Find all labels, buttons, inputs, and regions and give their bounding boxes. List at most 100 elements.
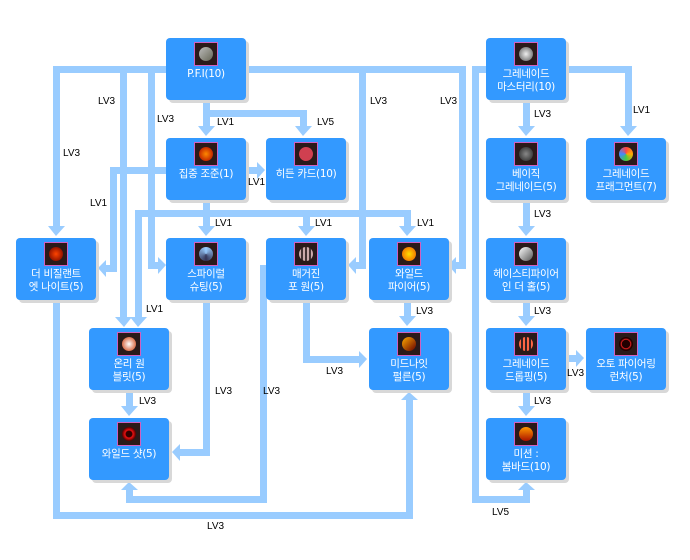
skill-node-vigilant-night[interactable]: 더 비질랜트 엣 나이트(5) bbox=[16, 238, 96, 300]
level-label: LV1 bbox=[633, 105, 651, 116]
skill-node-spiral-shooting[interactable]: 스파이럴 슈팅(5) bbox=[166, 238, 246, 300]
bombard-icon bbox=[514, 422, 538, 446]
fragment-icon bbox=[614, 142, 638, 166]
connector bbox=[456, 262, 466, 269]
connector bbox=[203, 110, 306, 117]
connector bbox=[148, 66, 155, 262]
skill-node-magazine-four-one[interactable]: 매거진 포 원(5) bbox=[266, 238, 346, 300]
vigilant-icon bbox=[44, 242, 68, 266]
arrow-head bbox=[401, 392, 418, 400]
connector bbox=[472, 496, 530, 503]
skill-node-focus-aim[interactable]: 집중 조준(1) bbox=[166, 138, 246, 200]
level-label: LV3 bbox=[63, 148, 81, 159]
arrow-head bbox=[198, 226, 215, 236]
skill-node-hasty-fire[interactable]: 헤이스티파이어 인 더 홀(5) bbox=[486, 238, 566, 300]
skill-node-grenade-dropping[interactable]: 그레네이드 드롭핑(5) bbox=[486, 328, 566, 390]
connector bbox=[523, 200, 530, 226]
wild-shot-icon bbox=[117, 422, 141, 446]
connector bbox=[126, 390, 133, 406]
arrow-head bbox=[348, 257, 356, 274]
connector bbox=[359, 66, 366, 265]
skill-label: 그레네이드 마스터리(10) bbox=[497, 68, 555, 93]
connector bbox=[203, 300, 210, 456]
arrow-head bbox=[620, 126, 637, 136]
skill-label: 와일드 파이어(5) bbox=[387, 268, 431, 293]
connector bbox=[135, 210, 142, 317]
level-label: LV1 bbox=[215, 218, 233, 229]
arrow-head bbox=[518, 316, 535, 326]
connector bbox=[356, 262, 366, 269]
level-label: LV3 bbox=[534, 306, 552, 317]
arrow-head bbox=[448, 257, 456, 274]
skill-node-wild-fire[interactable]: 와일드 파이어(5) bbox=[369, 238, 449, 300]
connector bbox=[300, 110, 307, 126]
arrow-head bbox=[399, 226, 416, 236]
connector bbox=[625, 66, 632, 126]
connector bbox=[404, 300, 411, 316]
connector bbox=[523, 300, 530, 316]
connector bbox=[303, 356, 359, 363]
arrow-head bbox=[198, 126, 215, 136]
connector bbox=[472, 66, 479, 503]
level-label: LV3 bbox=[534, 109, 552, 120]
level-label: LV3 bbox=[416, 306, 434, 317]
connector bbox=[53, 66, 466, 73]
level-label: LV3 bbox=[207, 521, 225, 532]
arrow-head bbox=[257, 162, 265, 179]
connector bbox=[523, 390, 530, 406]
skill-label: 그레네이드 드롭핑(5) bbox=[502, 358, 550, 383]
hasty-fire-icon bbox=[514, 242, 538, 266]
crosshair-icon bbox=[194, 142, 218, 166]
connector bbox=[260, 265, 267, 503]
connector bbox=[303, 300, 310, 363]
skill-node-basic-grenade[interactable]: 베이직 그레네이드(5) bbox=[486, 138, 566, 200]
skill-node-auto-firing-launcher[interactable]: 오토 파이어링 런처(5) bbox=[586, 328, 666, 390]
connector bbox=[148, 262, 158, 269]
skill-label: 그레네이드 프래그먼트(7) bbox=[595, 168, 657, 193]
connector bbox=[126, 490, 133, 503]
level-label: LV3 bbox=[440, 96, 458, 107]
skill-node-hidden-card[interactable]: 히든 카드(10) bbox=[266, 138, 346, 200]
connector bbox=[459, 66, 466, 269]
skill-label: 온리 원 블릿(5) bbox=[112, 358, 146, 383]
connector bbox=[260, 265, 270, 272]
skill-node-pfi[interactable]: P.F.I(10) bbox=[166, 38, 246, 100]
arrow-head bbox=[158, 257, 166, 274]
connector bbox=[135, 210, 411, 217]
connector bbox=[110, 167, 166, 174]
level-label: LV3 bbox=[326, 366, 344, 377]
level-label: LV3 bbox=[534, 396, 552, 407]
arrow-head bbox=[399, 316, 416, 326]
level-label: LV5 bbox=[317, 117, 335, 128]
skill-label: 미션 : 봄바드(10) bbox=[501, 448, 551, 473]
arrow-head bbox=[115, 317, 132, 327]
arrow-head bbox=[576, 350, 584, 367]
connector bbox=[53, 512, 413, 519]
skill-label: 스파이럴 슈팅(5) bbox=[187, 268, 225, 293]
skill-label: 집중 조준(1) bbox=[178, 168, 234, 180]
spiral-icon bbox=[194, 242, 218, 266]
connector bbox=[110, 167, 117, 272]
grenade-icon bbox=[514, 142, 538, 166]
launcher-icon bbox=[614, 332, 638, 356]
skill-node-wild-shot[interactable]: 와일드 샷(5) bbox=[89, 418, 169, 480]
arrow-head bbox=[48, 226, 65, 236]
connector bbox=[404, 210, 411, 226]
skill-node-grenade-mastery[interactable]: 그레네이드 마스터리(10) bbox=[486, 38, 566, 100]
level-label: LV1 bbox=[417, 218, 435, 229]
level-label: LV3 bbox=[139, 396, 157, 407]
connector bbox=[180, 449, 210, 456]
dropping-icon bbox=[514, 332, 538, 356]
connector bbox=[246, 167, 257, 174]
grenade-mastery-icon bbox=[514, 42, 538, 66]
skill-node-mission-bombard[interactable]: 미션 : 봄바드(10) bbox=[486, 418, 566, 480]
skill-node-only-one-bullet[interactable]: 온리 원 블릿(5) bbox=[89, 328, 169, 390]
skill-node-grenade-fragment[interactable]: 그레네이드 프래그먼트(7) bbox=[586, 138, 666, 200]
bullet-icon bbox=[117, 332, 141, 356]
connector bbox=[406, 400, 413, 519]
connector bbox=[566, 355, 576, 362]
skill-node-midnight-fallen[interactable]: 미드나잇 펄른(5) bbox=[369, 328, 449, 390]
magazine-icon bbox=[294, 242, 318, 266]
skill-label: 히든 카드(10) bbox=[275, 168, 337, 180]
level-label: LV3 bbox=[157, 114, 175, 125]
